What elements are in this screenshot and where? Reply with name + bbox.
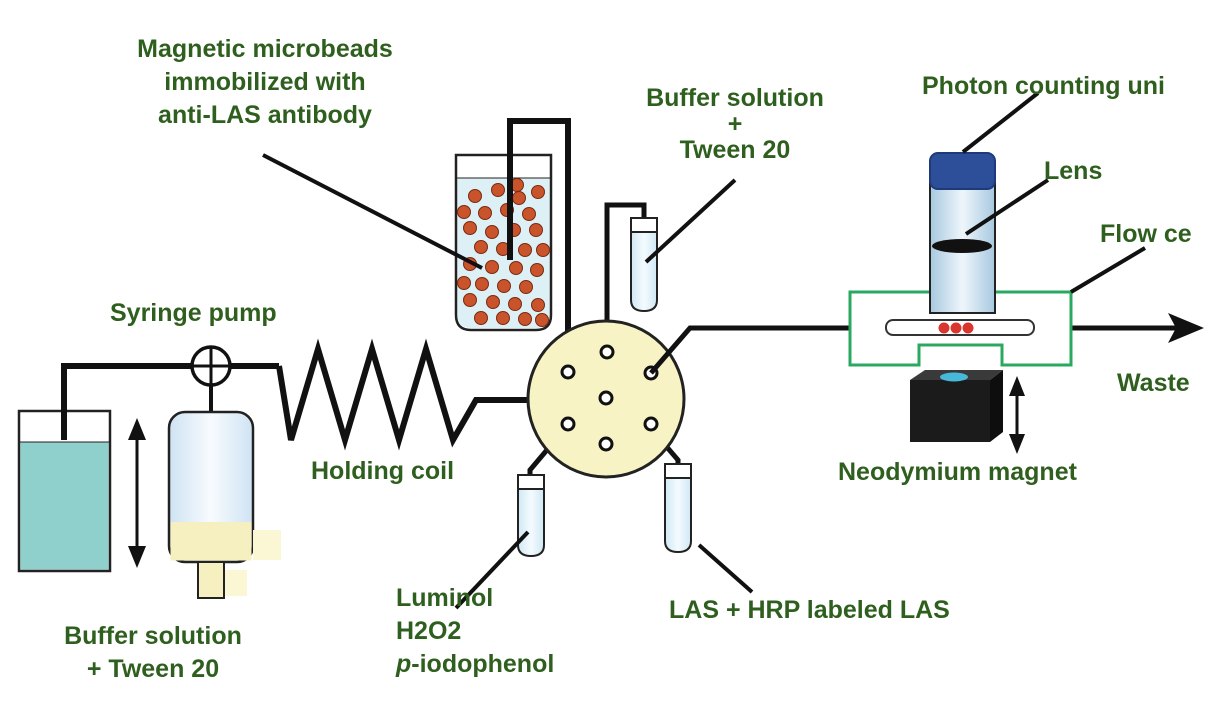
lens [932,239,992,253]
microbead [463,221,477,235]
microbead [529,223,543,237]
microbead [485,260,499,274]
label-buffer-top-line2: + [727,110,743,138]
microbead [496,311,510,325]
label-iodophenol: p-iodophenol [396,648,554,681]
label-neodymium-magnet: Neodymium magnet [838,458,1077,486]
label-microbeads-line3: anti-LAS antibody [158,101,372,129]
magnetic-microbeads [457,178,550,327]
microbead [519,280,533,294]
syringe-pump [167,345,281,599]
microbead [531,298,545,312]
waste-arrowhead [1168,313,1204,343]
microbead [468,189,482,203]
microbead [485,225,499,239]
label-holding-coil: Holding coil [311,457,455,485]
syringe-stroke-arrow [128,418,146,568]
microbead [509,261,523,275]
label-waste: Waste [1117,369,1190,397]
buffer-tube-top [604,202,658,367]
microbead [463,293,477,307]
microbead [522,207,536,221]
neodymium-magnet [910,370,1003,442]
microbead [512,191,526,205]
tube-vessel-to-valve [507,118,571,370]
microbead [457,276,471,290]
label-lens: Lens [1044,157,1103,185]
label-buffer-top: Buffer solution + Tween 20 [627,83,843,165]
microbead [536,243,550,257]
label-buffer-bottom-line2: + Tween 20 [86,655,220,683]
label-photon-counting-unit: Photon counting uni [922,72,1165,100]
microbead [475,277,489,291]
label-microbeads-line1: Magnetic microbeads [137,35,393,63]
microbead [508,297,522,311]
microbead [457,205,471,219]
label-buffer-top-line3: Tween 20 [679,136,791,164]
label-buffer-bottom-line1: Buffer solution [64,622,242,650]
microbead [474,240,488,254]
label-buffer-bottom: Buffer solution + Tween 20 [40,620,266,686]
flow-cell [848,290,1073,367]
selection-valve [526,319,686,479]
label-luminol: Luminol [396,584,494,612]
holding-coil [276,338,610,451]
microbead [486,295,500,309]
label-syringe-pump: Syringe pump [110,299,277,327]
label-flow-cell: Flow ce [1100,220,1192,248]
label-h2o2: H2O2 [396,617,462,645]
microbead [497,279,511,293]
label-las-hrp: LAS + HRP labeled LAS [669,596,950,624]
label-buffer-top-line1: Buffer solution [646,84,824,112]
magnet-arrow [1009,376,1025,454]
label-iodophenol-rest: -iodophenol [411,650,555,678]
microbead [535,313,549,327]
tube-reservoir-to-pump [61,363,192,440]
leader-lines [262,91,1147,610]
label-luminol-reagents: Luminol H2O2 p-iodophenol [396,582,554,681]
microbead [478,206,492,220]
microbead [474,311,488,325]
label-microbeads-line2: immobilized with [164,68,366,96]
microbead-vessel [454,153,553,332]
microbead [491,183,505,197]
label-microbeads: Magnetic microbeads immobilized with ant… [118,33,412,132]
microbead [531,185,545,199]
microbead [518,312,532,326]
photon-counting-unit [929,152,996,314]
microbead [518,243,532,257]
label-iodophenol-prefix: p [396,650,412,678]
microbead [530,263,544,277]
